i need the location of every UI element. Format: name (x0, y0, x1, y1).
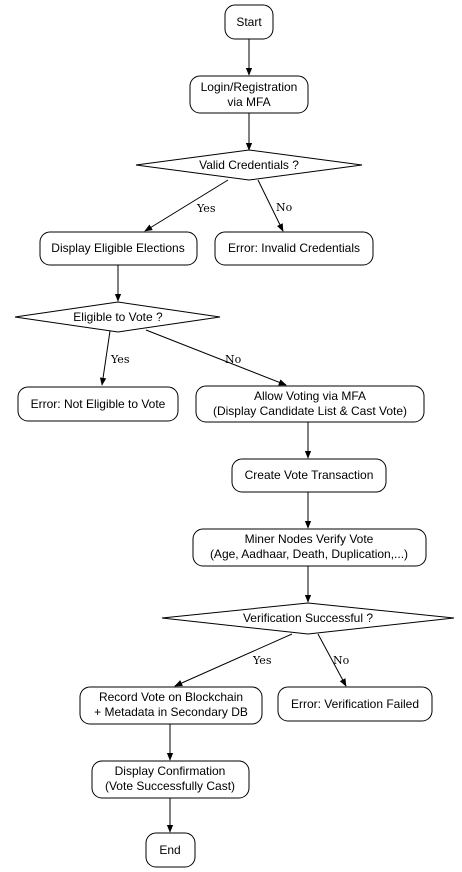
node-display-elections-label: Display Eligible Elections (51, 241, 184, 255)
node-login-line-1: Login/Registration (201, 80, 298, 94)
node-error-not-eligible: Error: Not Eligible to Vote (17, 386, 179, 422)
edge-verification-record (174, 633, 293, 687)
edge-labels: Yes No Yes No Yes No (110, 201, 350, 667)
edge-eligible-error (99, 330, 111, 386)
node-miner-verify-line-2: (Age, Aadhaar, Death, Duplication,...) (210, 547, 408, 561)
node-confirmation: Display Confirmation (Vote Successfully … (91, 760, 250, 799)
node-miner-verify-line-1: Miner Nodes Verify Vote (245, 532, 374, 546)
node-valid-credentials: Valid Credentials ? (135, 149, 363, 181)
node-error-invalid-label: Error: Invalid Credentials (228, 241, 360, 255)
node-end: End (145, 832, 196, 868)
node-verification-failed-label: Error: Verification Failed (291, 697, 419, 711)
node-allow-voting-line-1: Allow Voting via MFA (254, 389, 366, 403)
label-verification-yes: Yes (252, 654, 272, 667)
node-create-tx: Create Vote Transaction (231, 458, 387, 493)
node-verification-label: Verification Successful ? (243, 611, 373, 625)
node-login-line-2: via MFA (227, 95, 270, 109)
node-error-not-eligible-label: Error: Not Eligible to Vote (31, 397, 166, 411)
edge-valid-error (257, 179, 284, 232)
label-valid-yes: Yes (196, 202, 216, 215)
node-verification-failed: Error: Verification Failed (277, 686, 433, 722)
node-login: Login/Registration via MFA (189, 75, 309, 114)
node-start: Start (224, 4, 274, 40)
edge-verification-failed (317, 633, 347, 687)
node-confirmation-line-2: (Vote Successfully Cast) (105, 779, 235, 793)
node-allow-voting-line-2: (Display Candidate List & Cast Vote) (213, 404, 407, 418)
node-record-vote-line-2: + Metadata in Secondary DB (94, 705, 248, 719)
node-start-label: Start (236, 15, 262, 29)
node-display-elections: Display Eligible Elections (39, 231, 198, 266)
node-miner-verify: Miner Nodes Verify Vote (Age, Aadhaar, D… (192, 528, 427, 567)
label-valid-no: No (276, 201, 293, 214)
node-eligible-label: Eligible to Vote ? (73, 310, 163, 324)
node-end-label: End (159, 843, 180, 857)
label-eligible-yes: Yes (110, 353, 130, 366)
node-confirmation-line-1: Display Confirmation (115, 764, 226, 778)
label-eligible-no: No (225, 353, 242, 366)
node-record-vote-line-1: Record Vote on Blockchain (99, 690, 243, 704)
edge-eligible-allow (145, 329, 287, 386)
node-error-invalid: Error: Invalid Credentials (214, 231, 374, 266)
node-record-vote: Record Vote on Blockchain + Metadata in … (79, 686, 263, 725)
label-verification-no: No (333, 654, 350, 667)
edge-valid-display (144, 179, 229, 232)
edges (99, 39, 347, 833)
node-create-tx-label: Create Vote Transaction (245, 468, 374, 482)
node-allow-voting: Allow Voting via MFA (Display Candidate … (195, 385, 425, 423)
node-eligible: Eligible to Vote ? (14, 301, 221, 333)
node-valid-credentials-label: Valid Credentials ? (199, 158, 299, 172)
node-verification: Verification Successful ? (161, 602, 455, 635)
